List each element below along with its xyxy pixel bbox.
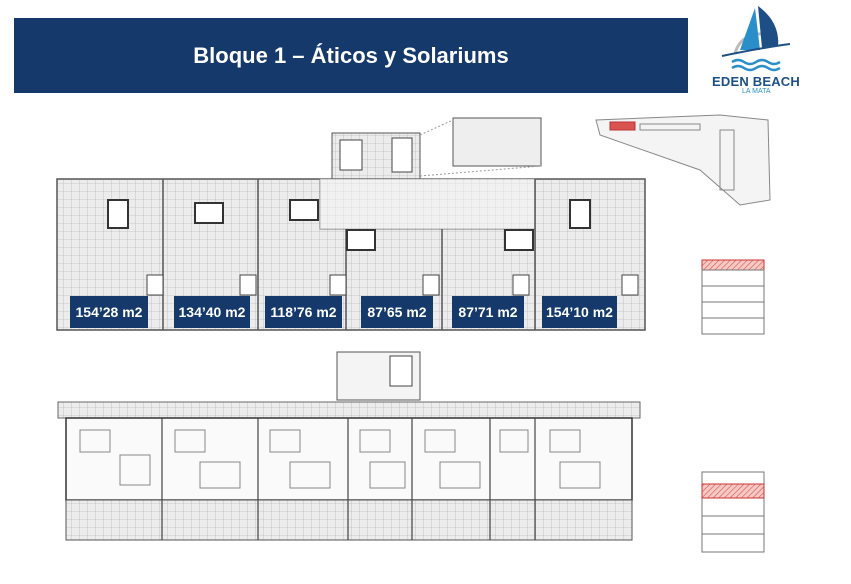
area-label-5: 87’71 m2 — [452, 296, 524, 328]
section-solarium — [701, 259, 765, 335]
area-label-6: 154’10 m2 — [542, 296, 617, 328]
title-banner: Bloque 1 – Áticos y Solariums — [14, 18, 688, 93]
area-label-3: 118’76 m2 — [265, 296, 342, 328]
area-label-4: 87’65 m2 — [361, 296, 433, 328]
logo-name: EDEN BEACH — [712, 74, 800, 89]
area-label-2: 134’40 m2 — [174, 296, 250, 328]
logo-subtitle: LA MATA — [742, 88, 771, 95]
area-label-1: 154’28 m2 — [70, 296, 148, 328]
site-map — [595, 114, 771, 206]
page-title: Bloque 1 – Áticos y Solariums — [193, 42, 509, 68]
apartment-plan — [57, 351, 641, 541]
sailboat-logo-icon — [721, 6, 791, 72]
section-planta — [701, 471, 765, 553]
